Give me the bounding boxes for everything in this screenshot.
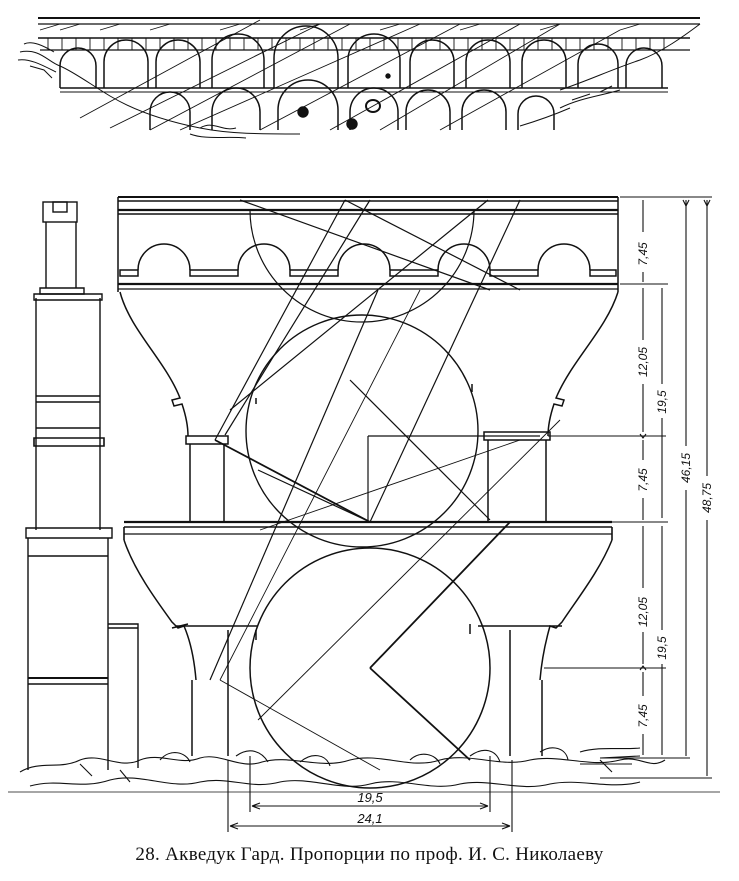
top-cornice: [117, 196, 619, 292]
dim-label-7: 7,45: [636, 704, 650, 728]
dim-label-10: 19,5: [357, 790, 383, 805]
middle-arch-circle: [245, 314, 479, 548]
top-terrain: [17, 23, 701, 139]
figure-caption-text: Акведук Гард. Пропорции по проф. И. С. Н…: [165, 844, 604, 865]
top-proportion-lines: [79, 19, 621, 131]
aqueduct-drawing: 7,45 12,05 19,5 7,45 12,05 19,5 7,45 46,…: [8, 17, 720, 832]
dim-label-6: 19,5: [655, 636, 669, 660]
dim-label-9: 48,75: [700, 483, 714, 513]
dim-label-2: 12,05: [636, 347, 650, 377]
lower-tier: [123, 539, 613, 756]
dim-label-5: 12,05: [636, 597, 650, 627]
overall-elevation: [17, 17, 701, 139]
dimension-labels: 7,45 12,05 19,5 7,45 12,05 19,5 7,45 46,…: [356, 232, 714, 826]
figure-caption: 28. Акведук Гард. Пропорции по проф. И. …: [0, 844, 739, 866]
figure-number: 28.: [135, 844, 161, 865]
dim-label-11: 24,1: [356, 811, 382, 826]
dim-label-4: 7,45: [636, 468, 650, 492]
side-elevation: [25, 201, 139, 770]
dim-label-1: 7,45: [636, 242, 650, 266]
dimension-lines: [227, 196, 712, 832]
ground-rocks: [8, 747, 720, 793]
middle-tier: [119, 291, 619, 522]
middle-cornice: [123, 520, 613, 540]
proportion-lines: [209, 199, 561, 771]
upper-circle: [249, 209, 475, 323]
upper-arcade: [119, 243, 617, 277]
main-elevation: [8, 196, 720, 793]
dim-label-3: 19,5: [655, 390, 669, 414]
lower-tier-arches: [149, 79, 555, 130]
dim-label-8: 46,15: [679, 453, 693, 483]
lower-arch-circle: [249, 547, 491, 789]
